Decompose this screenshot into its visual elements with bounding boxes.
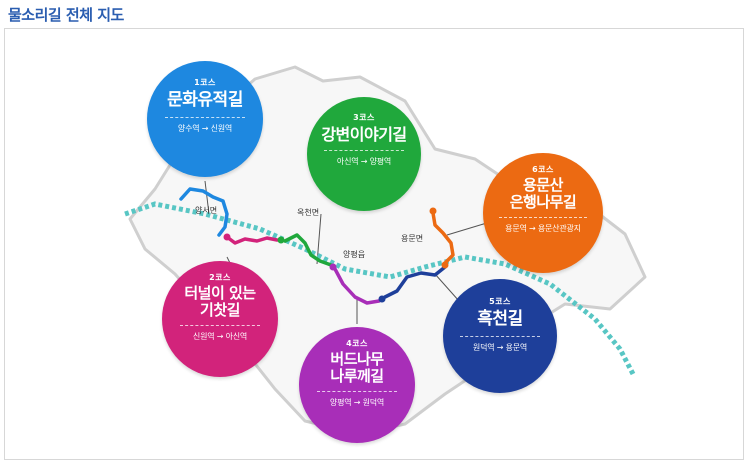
course-number: 6코스 bbox=[532, 165, 554, 174]
course-route: 양수역 → 신원역 bbox=[177, 123, 233, 133]
station-dot bbox=[329, 263, 337, 271]
course-name: 터널이 있는 bbox=[184, 284, 256, 302]
place-label-yangseo: 양서면 bbox=[195, 206, 218, 215]
course-route: 아신역 → 양평역 bbox=[336, 157, 392, 167]
trail-course-5 bbox=[383, 265, 447, 299]
connector-line-1 bbox=[204, 180, 210, 215]
page-title: 물소리길 전체 지도 bbox=[8, 6, 124, 24]
trail-course-6 bbox=[431, 211, 455, 265]
course-number: 3코스 bbox=[353, 113, 375, 122]
course-circle-4[interactable]: 4코스 버드나무 나루께길 양평역 → 원덕역 bbox=[299, 327, 415, 443]
course-divider bbox=[460, 335, 540, 337]
trail-course-4 bbox=[333, 267, 381, 305]
course-route: 원덕역 → 용문역 bbox=[472, 342, 528, 352]
map-frame: 양서면 옥천면 양평읍 용문면 1코스 문화유적길 양수역 → 신원역 3코스 … bbox=[4, 28, 744, 460]
course-circle-6[interactable]: 6코스 용문산 은행나무길 용문역 → 용문산관광지 bbox=[483, 153, 603, 273]
course-circle-2[interactable]: 2코스 터널이 있는 기찻길 신원역 → 아신역 bbox=[162, 261, 278, 377]
course-divider bbox=[499, 216, 587, 218]
station-dot bbox=[378, 295, 386, 303]
course-divider bbox=[317, 390, 397, 392]
course-name: 흑천길 bbox=[477, 309, 523, 329]
place-label-yangpyeong: 양평읍 bbox=[343, 250, 366, 259]
course-name: 강변이야기길 bbox=[321, 125, 407, 144]
course-route: 용문역 → 용문산관광지 bbox=[505, 223, 581, 233]
trail-course-3 bbox=[283, 233, 333, 267]
course-name: 버드나무 bbox=[330, 350, 384, 368]
course-divider bbox=[324, 150, 404, 152]
course-name: 나루께길 bbox=[330, 367, 384, 386]
course-number: 4코스 bbox=[346, 339, 368, 348]
course-number: 1코스 bbox=[194, 78, 216, 87]
course-route: 양평역 → 원덕역 bbox=[329, 397, 385, 407]
station-dot bbox=[277, 236, 285, 244]
course-name: 기찻길 bbox=[200, 301, 240, 320]
station-dot bbox=[441, 261, 449, 269]
trail-course-2 bbox=[225, 235, 279, 245]
course-name: 은행나무길 bbox=[509, 193, 577, 212]
trail-course-1 bbox=[179, 187, 229, 237]
course-circle-5[interactable]: 5코스 흑천길 원덕역 → 용문역 bbox=[443, 279, 557, 393]
place-label-okcheon: 옥천면 bbox=[297, 208, 320, 217]
course-number: 5코스 bbox=[489, 297, 511, 306]
station-dot bbox=[223, 233, 231, 241]
course-name: 용문산 bbox=[523, 176, 563, 194]
course-circle-3[interactable]: 3코스 강변이야기길 아신역 → 양평역 bbox=[307, 97, 421, 211]
course-route: 신원역 → 아신역 bbox=[192, 331, 248, 341]
course-divider bbox=[165, 116, 245, 118]
river-line bbox=[124, 201, 636, 376]
place-label-yongmun: 용문면 bbox=[401, 234, 424, 243]
course-circle-1[interactable]: 1코스 문화유적길 양수역 → 신원역 bbox=[147, 61, 263, 177]
station-dot bbox=[429, 207, 437, 215]
course-name: 문화유적길 bbox=[167, 90, 243, 110]
course-number: 2코스 bbox=[209, 273, 231, 282]
course-divider bbox=[180, 324, 260, 326]
